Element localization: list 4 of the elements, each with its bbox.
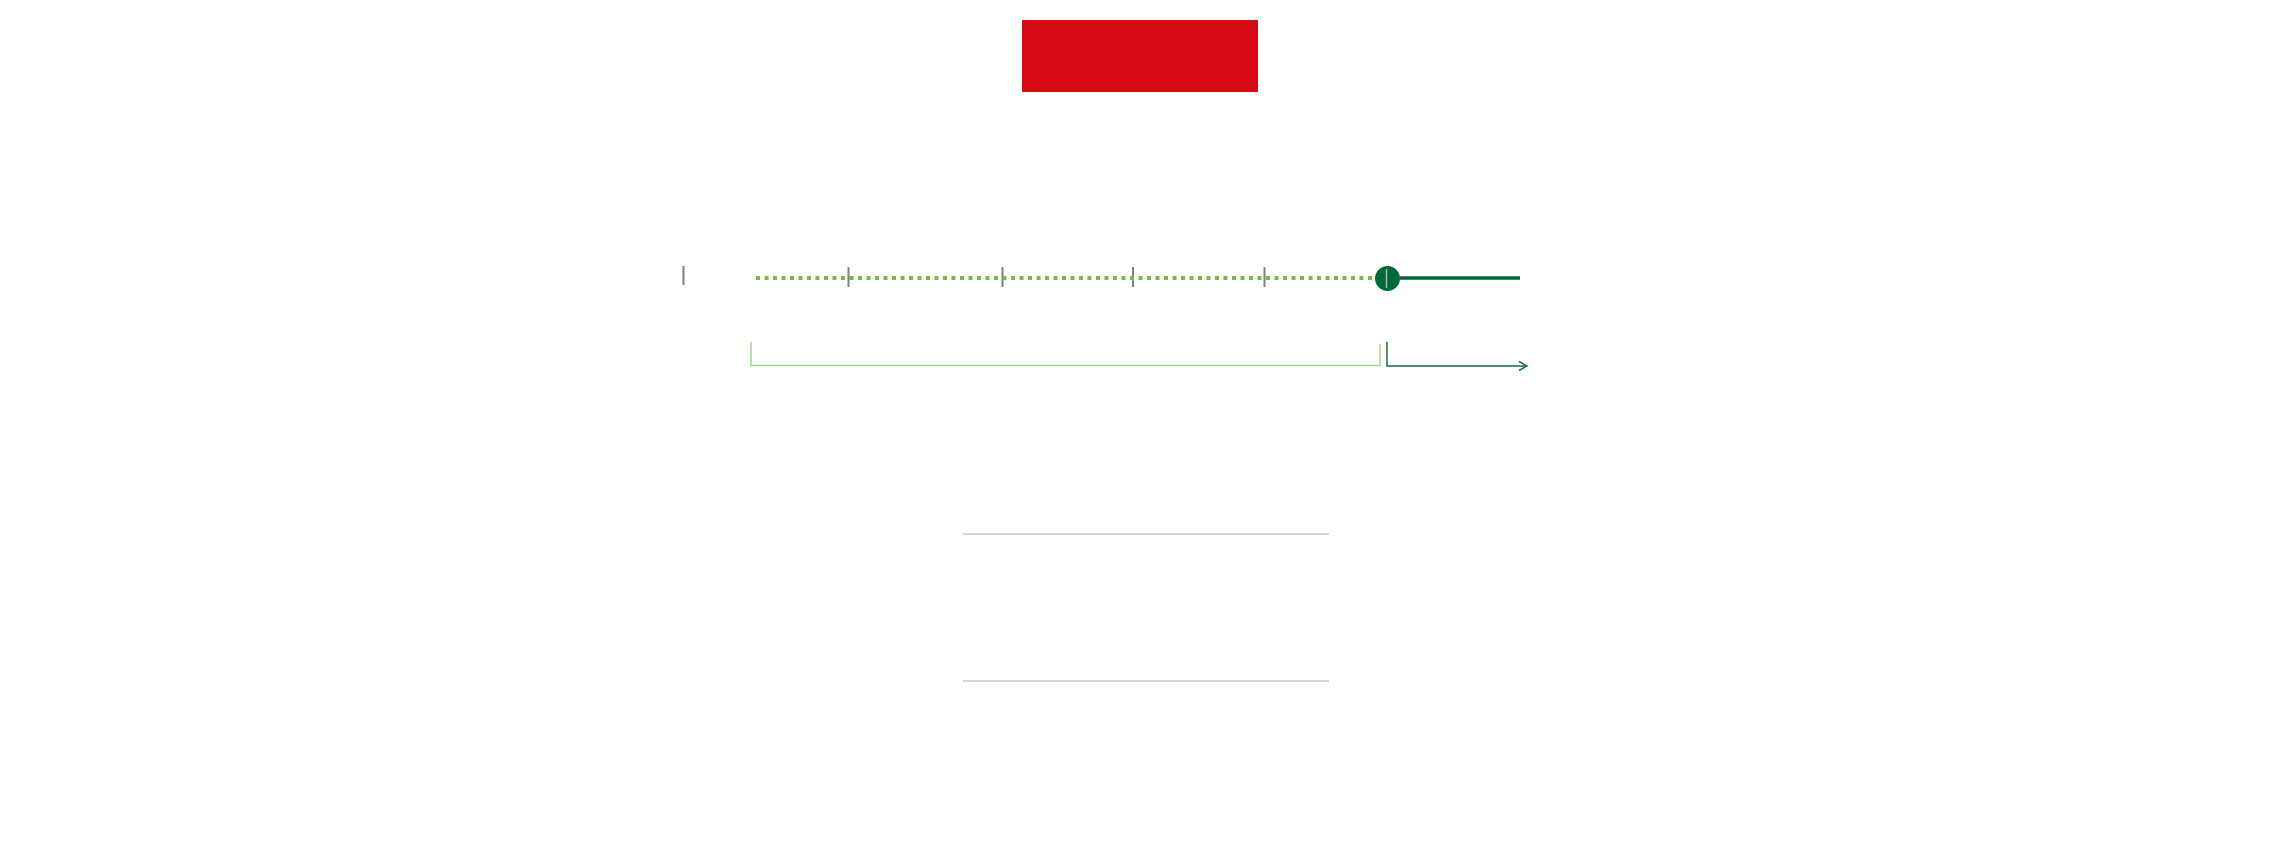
header-banner [1022,20,1258,92]
dotted-line [756,276,1375,280]
timeline-line [1400,276,1520,280]
milestone-marker [1375,265,1400,291]
